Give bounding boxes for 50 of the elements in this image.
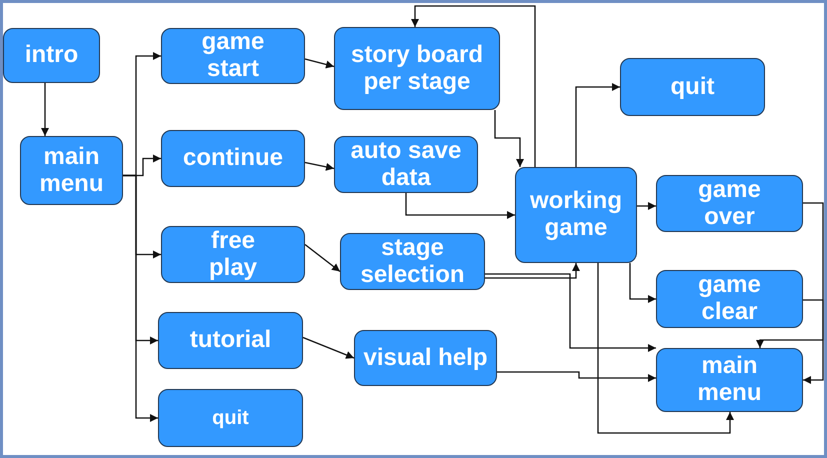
box-label: game start [200, 29, 266, 83]
arrow [497, 371, 656, 382]
arrow [756, 299, 824, 348]
process-box [158, 389, 303, 447]
process-box [656, 175, 803, 232]
box-label: quit [212, 406, 249, 430]
process-box [20, 136, 123, 205]
box-label: game over [697, 176, 762, 230]
process-box [161, 28, 305, 84]
box-label: intro [24, 42, 78, 69]
process-box [354, 330, 497, 386]
box-label: visual help [363, 344, 488, 372]
process-box [334, 136, 478, 193]
process-box [161, 226, 305, 283]
box-label: story board per stage [350, 42, 484, 96]
arrow [304, 162, 334, 171]
box-label: continue [183, 145, 283, 172]
arrow [411, 5, 536, 167]
arrow [494, 110, 524, 167]
arrow [485, 263, 580, 279]
process-box [656, 270, 803, 328]
process-box [340, 233, 485, 290]
arrow [405, 193, 515, 219]
arrow [304, 58, 334, 68]
box-label: stage selection [359, 234, 466, 288]
process-box [158, 312, 303, 369]
box-label: main menu [38, 144, 104, 198]
box-label: game clear [697, 272, 762, 326]
process-box [161, 130, 305, 187]
process-box [620, 58, 765, 116]
arrow [597, 263, 734, 434]
arrow [123, 174, 158, 422]
box-label: working game [528, 188, 623, 242]
box-label: auto save data [350, 138, 462, 192]
box-label: tutorial [190, 327, 272, 354]
arrow [302, 336, 354, 359]
arrow [485, 273, 656, 352]
arrow [637, 202, 656, 210]
box-label: free play [208, 228, 258, 282]
arrow [304, 244, 340, 272]
arrow [629, 263, 656, 303]
arrow [803, 202, 824, 384]
process-box [515, 167, 637, 263]
arrow [575, 83, 620, 167]
process-box [3, 28, 100, 83]
arrow [41, 83, 49, 136]
box-label: main menu [696, 353, 762, 407]
process-box [334, 27, 500, 110]
process-box [656, 348, 803, 412]
box-label: quit [670, 74, 714, 100]
